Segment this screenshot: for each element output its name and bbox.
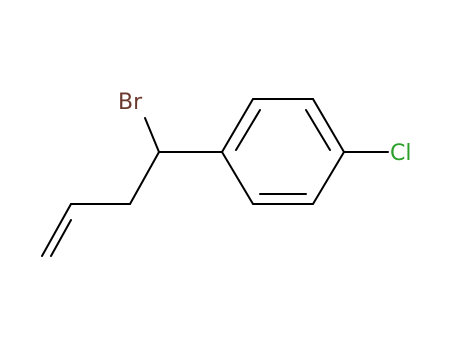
bond-chiral-c-ch2	[129, 151, 160, 205]
atom-label-cl: Cl	[390, 141, 411, 166]
ring-double-inner-2	[305, 109, 331, 151]
atom-label-br: Br	[118, 90, 143, 115]
ring-bond-4	[312, 151, 345, 205]
ring-bond-3	[312, 98, 345, 153]
ring-double-inner-1	[235, 109, 261, 151]
bond-vinyl-double-inner	[50, 219, 72, 257]
ring-bond-1	[221, 98, 254, 153]
bond-c-br	[144, 117, 160, 153]
ring-bond-6	[221, 151, 254, 205]
bond-vinyl-double-outer	[41, 203, 72, 257]
